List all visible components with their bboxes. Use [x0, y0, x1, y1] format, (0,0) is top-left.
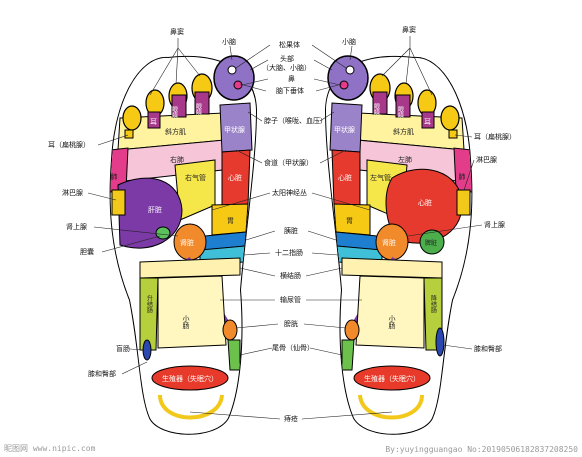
zone-left-lung: 左肺 — [398, 155, 412, 164]
zone-stomach-left: 胃 — [227, 217, 234, 225]
zone-lung-short-left: 肺 — [110, 173, 118, 181]
label-esophagus: 食道（甲状腺） — [264, 159, 313, 167]
zone-genitals-left: 生殖器（失眠穴） — [162, 374, 218, 383]
label-ear-tonsil-left: 耳（扁桃腺） — [48, 141, 90, 149]
zone-eye-right-1: 眼睛 — [373, 103, 380, 115]
watermark-left: 昵图网 www.nipic.com — [4, 444, 96, 453]
zone-descending-colon: 降结肠 — [430, 294, 437, 314]
label-tailbone: 尾骨（仙骨） — [272, 344, 314, 352]
zone-heart-right-strip: 心脏 — [338, 173, 352, 182]
zone-thyroid-left: 甲状腺 — [224, 125, 245, 134]
zone-genitals-right: 生殖器（失眠穴） — [364, 374, 420, 383]
zone-kidney-left: 肾脏 — [180, 238, 194, 247]
leader-lines — [87, 36, 483, 420]
right-foot — [324, 55, 473, 435]
label-ureter: 输尿管 — [280, 296, 301, 304]
zone-left-bronchus: 左气管 — [370, 173, 391, 182]
watermark-right: By:yuyingguangao No:20190506182837208250 — [385, 445, 578, 454]
label-small-brain-right: 小脑 — [342, 38, 356, 46]
zone-trapezius-right: 斜方肌 — [393, 127, 414, 136]
label-adrenal-right: 肾上腺 — [484, 221, 505, 229]
label-adrenal-left: 肾上腺 — [66, 223, 87, 231]
label-gallbladder: 胆囊 — [80, 248, 94, 256]
label-knee-hip-left: 膝和臀部 — [88, 370, 116, 378]
zone-right-lung: 右肺 — [170, 155, 184, 164]
zone-kidney-right: 肾脏 — [382, 238, 396, 247]
label-neck: 脖子（喉咙、血压） — [264, 117, 327, 125]
zone-heart-right-big: 心脏 — [418, 198, 432, 207]
zone-ear-left: 耳 — [150, 118, 157, 126]
label-ear-tonsil-right: 耳（扁桃腺） — [474, 133, 516, 141]
label-bladder: 膀胱 — [284, 320, 298, 328]
zone-eye-left-2: 眼睛 — [195, 103, 202, 115]
label-nose-sinus-left: 鼻窦 — [170, 28, 184, 36]
zone-thyroid-right: 甲状腺 — [334, 125, 355, 134]
zone-stomach-right: 胃 — [346, 217, 353, 225]
zone-trapezius-left: 斜方肌 — [165, 127, 186, 136]
zone-eye-left-1: 眼睛 — [171, 106, 178, 118]
zone-labels: 眼睛 眼睛 耳 斜方肌 右肺 甲状腺 右气管 肝脏 心脏 胃 肾脏 肺 升结肠 … — [110, 103, 466, 383]
zone-small-intestine-right: 小肠 — [388, 314, 396, 330]
zone-lung-short-right: 肺 — [458, 173, 466, 181]
label-small-brain-left: 小脑 — [222, 38, 236, 46]
label-knee-hip-right: 膝和臀部 — [474, 345, 502, 353]
label-pancreas: 胰脏 — [284, 227, 298, 235]
zone-ear-right: 耳 — [424, 118, 431, 126]
label-duodenum: 十二指肠 — [275, 249, 303, 257]
label-hemorrhoid: 痔疮 — [284, 415, 298, 423]
label-cecum: 盲肠 — [116, 345, 130, 353]
zone-spleen: 脾脏 — [425, 239, 437, 247]
label-transverse-colon: 横结肠 — [280, 272, 301, 280]
label-pineal: 松果体 — [279, 41, 300, 49]
label-solar-plexus: 太阳神经丛 — [272, 189, 307, 197]
label-head: 头部 — [280, 55, 294, 63]
zone-heart-left: 心脏 — [228, 173, 242, 182]
label-nose-sinus-right: 鼻窦 — [402, 26, 416, 34]
zone-ascending-colon: 升结肠 — [146, 294, 153, 314]
label-lymph-left: 淋巴腺 — [62, 189, 83, 197]
label-head-sub: （大脑、小脑） — [262, 64, 311, 72]
zone-liver: 肝脏 — [148, 205, 162, 214]
zone-eye-right-2: 眼睛 — [397, 106, 404, 118]
zone-right-bronchus: 右气管 — [185, 173, 206, 182]
label-lymph-right: 淋巴腺 — [476, 156, 497, 164]
label-pituitary: 脑下垂体 — [276, 87, 304, 95]
label-nose: 鼻 — [288, 75, 295, 83]
zone-small-intestine-left: 小肠 — [182, 314, 190, 330]
left-foot — [109, 55, 258, 435]
